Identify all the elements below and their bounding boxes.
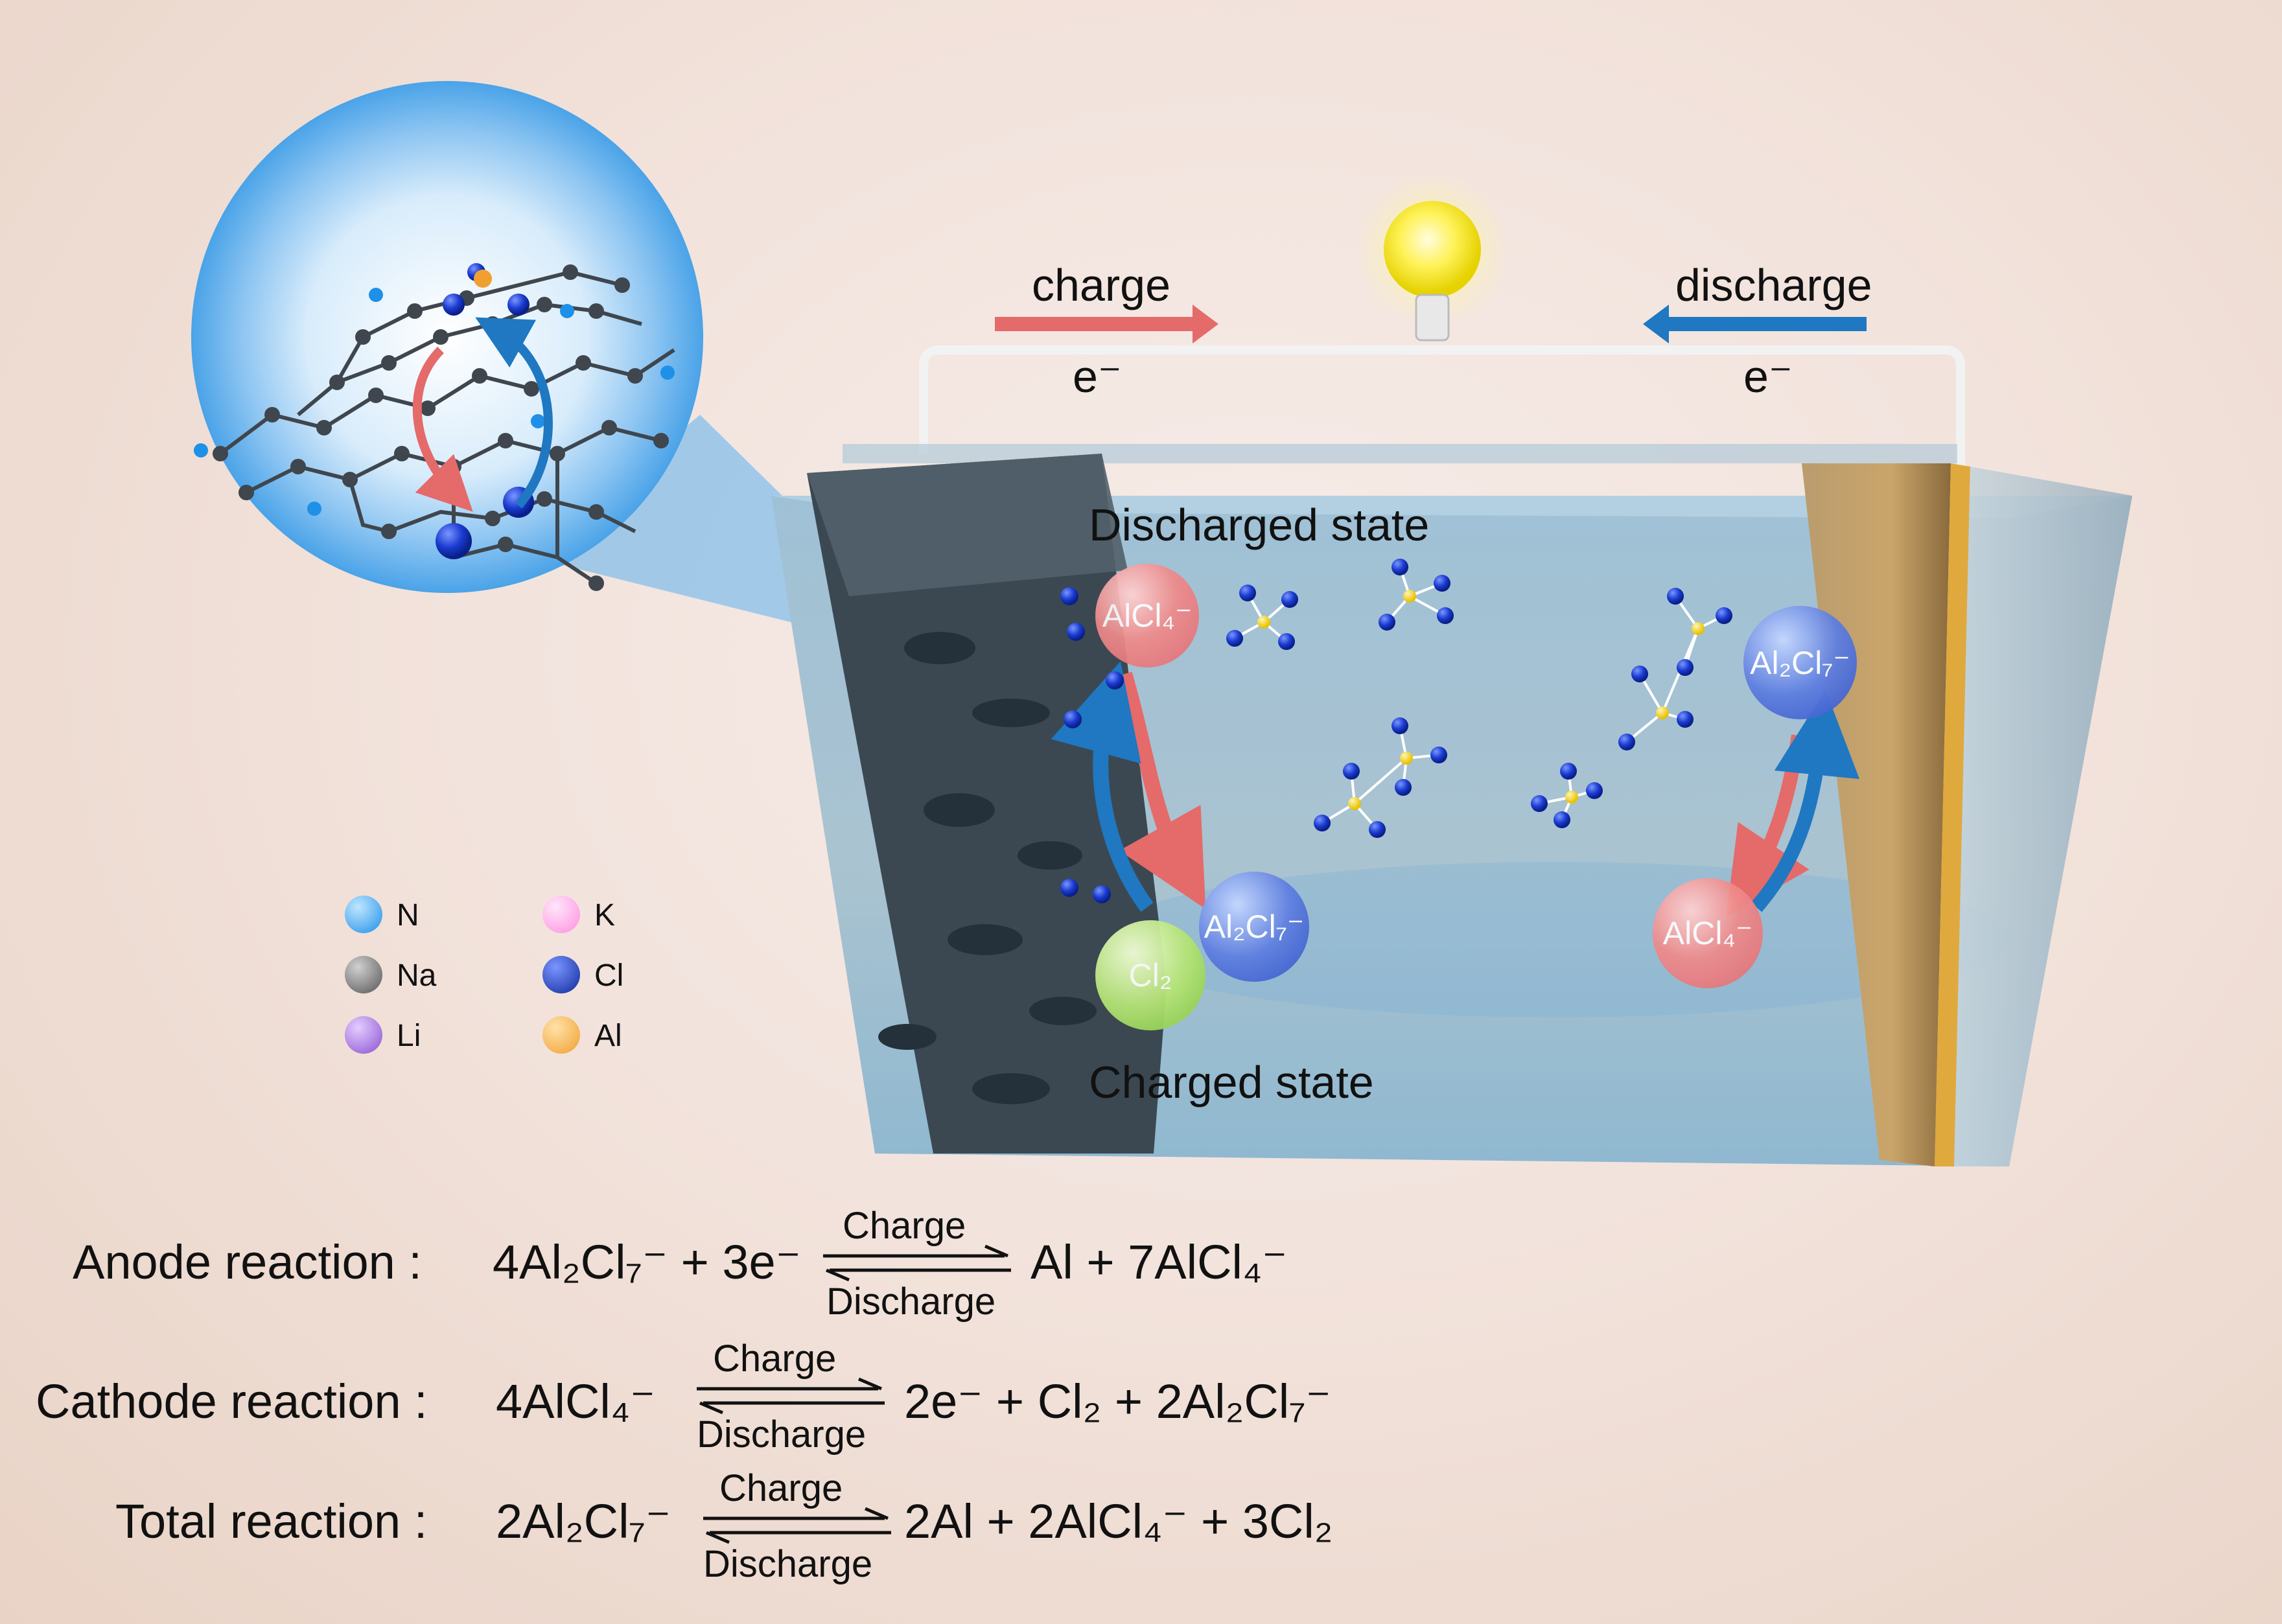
cl2-molecule: Cl₂ bbox=[1095, 920, 1205, 1030]
bubble-blue-arrow bbox=[475, 317, 553, 509]
al2cl7-ion-anode: Al₂Cl₇⁻ bbox=[1743, 606, 1857, 719]
anode-edge bbox=[1935, 463, 1970, 1166]
bulb-icon bbox=[1384, 201, 1481, 298]
discharge-arrowhead bbox=[1643, 305, 1669, 343]
cathode-products: 2e⁻ + Cl₂ + 2Al₂Cl₇⁻ bbox=[904, 1375, 1331, 1428]
electron-label-left: e⁻ bbox=[1073, 351, 1122, 402]
total-reactants: 2Al₂Cl₇⁻ bbox=[496, 1494, 671, 1548]
bubble-red-arrow bbox=[412, 347, 473, 512]
cathode-arrow-charge: Charge bbox=[713, 1338, 837, 1380]
alcl4-ion-anode: AlCl₄⁻ bbox=[1653, 878, 1763, 988]
anode-arrow-charge: Charge bbox=[843, 1205, 966, 1247]
cathode-chlorine bbox=[1060, 587, 1124, 903]
cathode-reaction-label: Cathode reaction : bbox=[36, 1375, 428, 1428]
charge-arrowhead bbox=[1193, 305, 1218, 343]
tank-right-wall bbox=[1954, 467, 2132, 1166]
cathode-reactants: 4AlCl₄⁻ bbox=[496, 1375, 656, 1428]
legend-cl-label: Cl bbox=[594, 958, 624, 993]
cathode-blue-arrow bbox=[1051, 661, 1154, 912]
legend-n-label: N bbox=[397, 898, 419, 933]
cathode-texture bbox=[878, 632, 1097, 1104]
alcl4-ion-cathode: AlCl₄⁻ bbox=[1095, 564, 1199, 667]
legend-al-label: Al bbox=[594, 1019, 622, 1053]
legend-k-label: K bbox=[594, 898, 616, 933]
cathode-equilibrium-arrows bbox=[697, 1377, 885, 1415]
aluminum-atom bbox=[474, 270, 492, 288]
anode-equilibrium-arrows bbox=[823, 1244, 1011, 1282]
legend-li-label: Li bbox=[397, 1019, 421, 1053]
legend-k-dot bbox=[542, 896, 580, 933]
cathode-arrow-discharge: Discharge bbox=[697, 1413, 867, 1456]
molecule-4 bbox=[1531, 763, 1603, 828]
total-products: 2Al + 2AlCl₄⁻ + 3Cl₂ bbox=[904, 1494, 1333, 1548]
electron-label-right: e⁻ bbox=[1743, 351, 1793, 402]
legend-li-dot bbox=[345, 1016, 382, 1054]
molecule-2 bbox=[1379, 559, 1454, 631]
anode-reaction-label: Anode reaction : bbox=[73, 1235, 422, 1289]
total-arrow-discharge: Discharge bbox=[703, 1543, 873, 1585]
bulb-base bbox=[1415, 294, 1450, 342]
total-equilibrium-arrows bbox=[703, 1507, 891, 1544]
anode-reactants: 4Al₂Cl₇⁻ + 3e⁻ bbox=[493, 1235, 801, 1289]
charge-label: charge bbox=[1032, 260, 1171, 310]
legend-cl-dot bbox=[542, 956, 580, 993]
nitrogen-atoms bbox=[194, 288, 675, 516]
total-arrow-charge: Charge bbox=[719, 1467, 843, 1509]
molecule-1 bbox=[1226, 585, 1298, 650]
legend-al-dot bbox=[542, 1016, 580, 1054]
discharged-state-label: Discharged state bbox=[1089, 500, 1430, 550]
legend-na-dot bbox=[345, 956, 382, 993]
legend-n-dot bbox=[345, 896, 382, 933]
molecule-5 bbox=[1618, 588, 1732, 750]
al2cl7-ion-cathode: Al₂Cl₇⁻ bbox=[1199, 872, 1309, 982]
circuit-wire bbox=[919, 345, 1965, 470]
charged-state-label: Charged state bbox=[1089, 1057, 1374, 1108]
anode-arrow-discharge: Discharge bbox=[826, 1281, 996, 1323]
molecule-3 bbox=[1314, 717, 1447, 838]
discharge-label: discharge bbox=[1675, 260, 1872, 310]
anode-blue-arrow bbox=[1751, 690, 1860, 912]
total-reaction-label: Total reaction : bbox=[115, 1494, 428, 1548]
anode-products: Al + 7AlCl₄⁻ bbox=[1030, 1235, 1288, 1289]
legend-na-label: Na bbox=[397, 958, 437, 993]
